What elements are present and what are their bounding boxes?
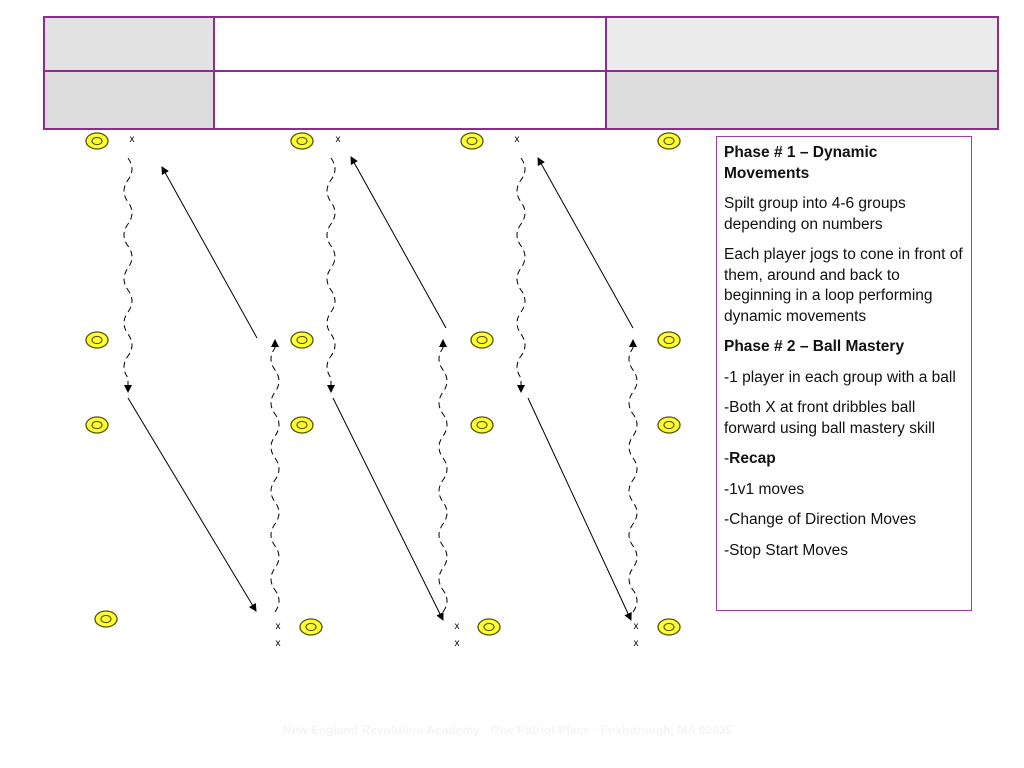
header-table bbox=[43, 16, 999, 130]
phase1-step-groups: Spilt group into 4-6 groups depending on… bbox=[724, 195, 906, 233]
cone-icon bbox=[290, 416, 314, 434]
cones-layer bbox=[85, 132, 681, 636]
phase2-step-dribble: -Both X at front dribbles ball forward u… bbox=[724, 399, 936, 437]
dribble-path bbox=[438, 339, 448, 613]
paths-layer bbox=[123, 156, 638, 621]
phase1-title: Phase # 1 – Dynamic Movements bbox=[724, 144, 878, 182]
player-marker: x bbox=[634, 621, 639, 632]
recap-item-1v1: -1v1 moves bbox=[724, 480, 805, 498]
player-marker: x bbox=[455, 621, 460, 632]
cone-icon bbox=[657, 416, 681, 434]
cone-icon bbox=[657, 618, 681, 636]
cone-icon bbox=[657, 331, 681, 349]
phase2-step-ball: -1 player in each group with a ball bbox=[724, 368, 956, 386]
player-marker: x bbox=[130, 134, 135, 145]
run-arrow bbox=[161, 166, 258, 339]
dribble-path bbox=[628, 339, 638, 613]
cone-icon bbox=[85, 416, 109, 434]
player-marker: x bbox=[455, 638, 460, 649]
instructions-panel: Phase # 1 – Dynamic Movements Spilt grou… bbox=[716, 136, 972, 611]
recap-prefix: - bbox=[724, 450, 730, 467]
footer-address: New England Revolution Academy · One Pat… bbox=[282, 723, 733, 737]
player-marker: x bbox=[276, 638, 281, 649]
dribble-path bbox=[326, 157, 336, 393]
dribble-path bbox=[123, 157, 133, 393]
run-arrow bbox=[332, 397, 444, 621]
cone-icon bbox=[290, 331, 314, 349]
cone-icon bbox=[657, 132, 681, 150]
player-marker: x bbox=[336, 134, 341, 145]
recap-heading: -Recap bbox=[724, 449, 965, 470]
header-cell bbox=[605, 16, 999, 72]
cone-icon bbox=[85, 132, 109, 150]
run-arrow bbox=[127, 397, 257, 612]
recap-item-stop-start: -Stop Start Moves bbox=[724, 541, 849, 559]
dribble-path bbox=[516, 157, 526, 393]
cone-icon bbox=[470, 416, 494, 434]
cone-icon bbox=[94, 610, 118, 628]
player-marker: x bbox=[276, 621, 281, 632]
run-arrow bbox=[527, 397, 632, 621]
header-cell bbox=[43, 70, 215, 130]
header-cell bbox=[213, 70, 607, 130]
player-marker: x bbox=[515, 134, 520, 145]
cone-icon bbox=[470, 331, 494, 349]
dribble-path bbox=[270, 339, 280, 613]
phase1-step-jog: Each player jogs to cone in front of the… bbox=[724, 246, 963, 325]
header-cell bbox=[43, 16, 215, 72]
header-cell bbox=[213, 16, 607, 72]
cone-icon bbox=[299, 618, 323, 636]
header-cell bbox=[605, 70, 999, 130]
phase2-title: Phase # 2 – Ball Mastery bbox=[724, 338, 905, 355]
player-marker: x bbox=[634, 638, 639, 649]
recap-label: Recap bbox=[729, 450, 776, 467]
cone-icon bbox=[477, 618, 501, 636]
recap-item-direction: -Change of Direction Moves bbox=[724, 511, 917, 528]
cone-icon bbox=[290, 132, 314, 150]
run-arrow bbox=[537, 157, 634, 329]
cone-icon bbox=[85, 331, 109, 349]
run-arrow bbox=[350, 156, 447, 329]
cone-icon bbox=[460, 132, 484, 150]
